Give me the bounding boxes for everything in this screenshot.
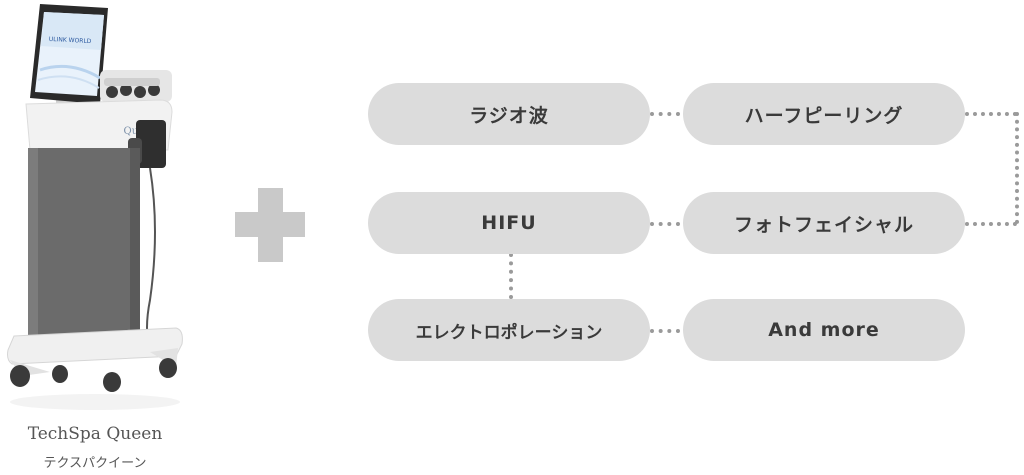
product-name-ja: テクスパクイーン bbox=[43, 456, 147, 471]
feature-photofacial: フォトフェイシャル bbox=[683, 192, 965, 254]
feature-half-peeling: ハーフピーリング bbox=[683, 83, 965, 145]
connector-row1 bbox=[650, 112, 680, 116]
connector-row2 bbox=[650, 222, 680, 226]
device-illustration: ULINK WORLD Queen bbox=[0, 0, 190, 420]
feature-hifu: HIFU bbox=[368, 192, 650, 254]
feature-radiofrequency: ラジオ波 bbox=[368, 83, 650, 145]
product-name-en: TechSpa Queen bbox=[27, 424, 163, 444]
device-image: ULINK WORLD Queen bbox=[7, 4, 183, 410]
connector-row2-right bbox=[965, 222, 1017, 226]
plus-icon bbox=[235, 188, 305, 262]
connector-row1-right bbox=[965, 112, 1017, 116]
connector-row3 bbox=[650, 329, 680, 333]
connector-left-vertical bbox=[509, 253, 513, 299]
feature-electroporation: エレクトロポレーション bbox=[368, 299, 650, 361]
connector-right-vertical bbox=[1015, 112, 1019, 224]
screen-brand-text: ULINK WORLD bbox=[49, 36, 92, 45]
feature-and-more: And more bbox=[683, 299, 965, 361]
